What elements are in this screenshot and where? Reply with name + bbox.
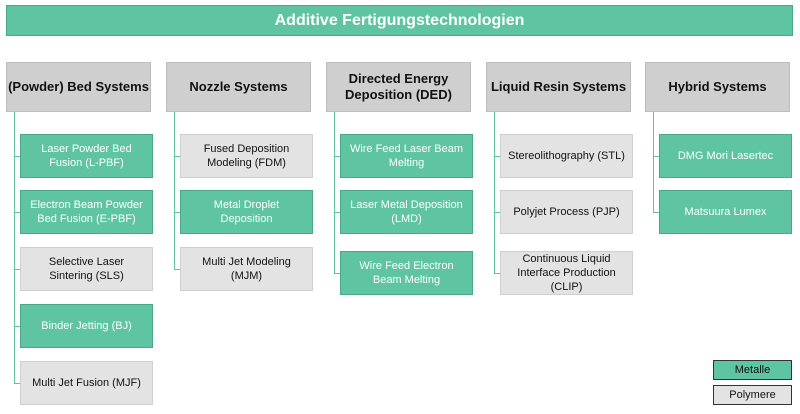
connector-branch — [14, 156, 20, 157]
column-header: (Powder) Bed Systems — [6, 62, 151, 112]
legend-metal: Metalle — [713, 360, 792, 380]
connector-branch — [14, 269, 20, 270]
technology-box: Continuous Liquid Interface Production (… — [500, 251, 633, 295]
connector-branch — [174, 156, 180, 157]
technology-box: Metal Droplet Deposition — [180, 190, 313, 234]
connector-branch — [14, 383, 20, 384]
technology-box: Multi Jet Fusion (MJF) — [20, 361, 153, 405]
technology-box: Matsuura Lumex — [659, 190, 792, 234]
connector-line — [653, 112, 654, 212]
connector-branch — [334, 273, 340, 274]
column-header: Hybrid Systems — [645, 62, 790, 112]
technology-box: Fused Deposition Modeling (FDM) — [180, 134, 313, 178]
column-header: Directed Energy Deposition (DED) — [326, 62, 471, 112]
technology-box: Wire Feed Laser Beam Melting — [340, 134, 473, 178]
connector-branch — [174, 212, 180, 213]
connector-branch — [653, 156, 659, 157]
column-header: Liquid Resin Systems — [486, 62, 631, 112]
connector-branch — [14, 326, 20, 327]
connector-branch — [494, 212, 500, 213]
technology-box: Binder Jetting (BJ) — [20, 304, 153, 348]
technology-box: Wire Feed Electron Beam Melting — [340, 251, 473, 295]
legend-polymer: Polymere — [713, 385, 792, 405]
connector-branch — [14, 212, 20, 213]
connector-branch — [174, 269, 180, 270]
technology-box: Selective Laser Sintering (SLS) — [20, 247, 153, 291]
column-header: Nozzle Systems — [166, 62, 311, 112]
technology-box: Multi Jet Modeling (MJM) — [180, 247, 313, 291]
connector-line — [494, 112, 495, 273]
technology-box: Polyjet Process (PJP) — [500, 190, 633, 234]
connector-branch — [334, 156, 340, 157]
connector-line — [14, 112, 15, 383]
technology-box: Electron Beam Powder Bed Fusion (E-PBF) — [20, 190, 153, 234]
diagram-title: Additive Fertigungstechnologien — [6, 5, 793, 36]
technology-box: Laser Powder Bed Fusion (L-PBF) — [20, 134, 153, 178]
technology-box: Laser Metal Deposition (LMD) — [340, 190, 473, 234]
connector-line — [174, 112, 175, 269]
connector-branch — [494, 273, 500, 274]
technology-box: DMG Mori Lasertec — [659, 134, 792, 178]
connector-branch — [494, 156, 500, 157]
connector-line — [334, 112, 335, 273]
connector-branch — [334, 212, 340, 213]
connector-branch — [653, 212, 659, 213]
technology-box: Stereolithography (STL) — [500, 134, 633, 178]
